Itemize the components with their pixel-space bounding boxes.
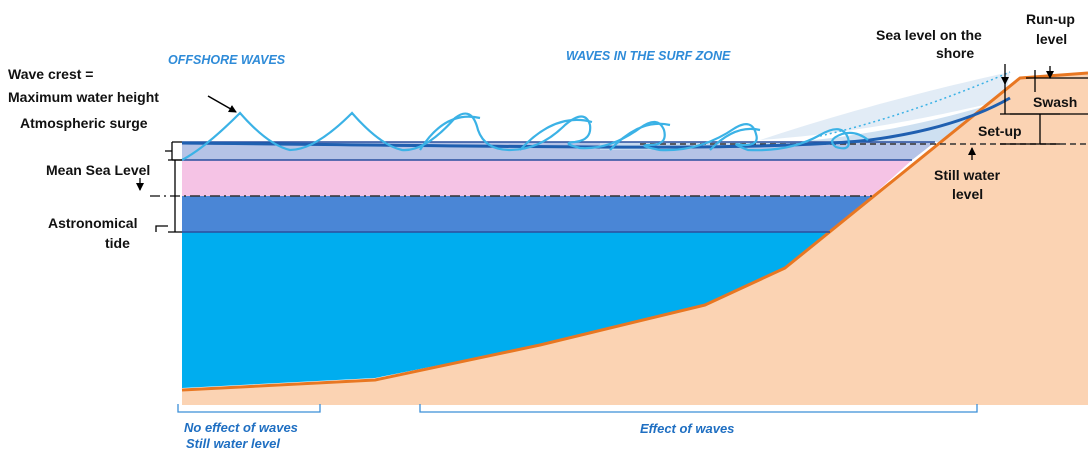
effect-bracket: [419, 404, 978, 413]
setup-bracket: [1000, 113, 1060, 145]
setup-label: Set-up: [978, 123, 1022, 139]
no-effect-bracket: [177, 404, 321, 413]
surge-bracket: [165, 141, 182, 161]
offshore-waves-label: OFFSHORE WAVES: [168, 53, 286, 67]
swash-label: Swash: [1033, 94, 1077, 110]
surf-wave-curl-1: [419, 115, 481, 151]
astronomical-tide-band: [182, 196, 872, 232]
runup-label-line2: level: [1036, 31, 1067, 47]
no-effect-label-line2: Still water level: [186, 436, 280, 451]
shore-sand: [182, 73, 1088, 405]
mean-sea-level-band: [182, 160, 912, 196]
wave-crest-arrow: [207, 95, 237, 113]
sea-level-shore-label-line2: shore: [936, 45, 974, 61]
astronomical-tide-label-line2: tide: [105, 235, 130, 251]
runup-label-line1: Run-up: [1026, 11, 1075, 27]
wave-crest-label-line1: Wave crest =: [8, 66, 93, 82]
wave-setup-wedge: [600, 100, 1005, 150]
deep-water-layer: [182, 232, 830, 388]
surf-wave-curl-4: [709, 127, 761, 151]
shore-profile-line: [181, 71, 1088, 392]
astronomical-tide-label-line1: Astronomical: [48, 215, 137, 231]
surf-wave-curl-2: [519, 118, 593, 151]
atmospheric-surge-label: Atmospheric surge: [20, 115, 148, 131]
sea-level-shore-label-line1: Sea level on the: [876, 27, 982, 43]
effect-of-waves-label: Effect of waves: [640, 421, 734, 436]
surf-zone-waves-label: WAVES IN THE SURF ZONE: [566, 49, 731, 63]
surf-wave-curl-3: [609, 122, 671, 151]
wave-setup-line: [181, 96, 1011, 149]
runup-dotted-line: [819, 71, 1011, 137]
still-water-label-line2: level: [952, 186, 983, 202]
swash-zone-shade: [760, 72, 1010, 140]
wave-crest-label-line2: Maximum water height: [8, 89, 159, 105]
tide-bracket: [155, 159, 182, 233]
mean-sea-level-label: Mean Sea Level: [46, 162, 150, 178]
no-effect-label-line1: No effect of waves: [184, 420, 298, 435]
still-water-label-line1: Still water: [934, 167, 1001, 183]
